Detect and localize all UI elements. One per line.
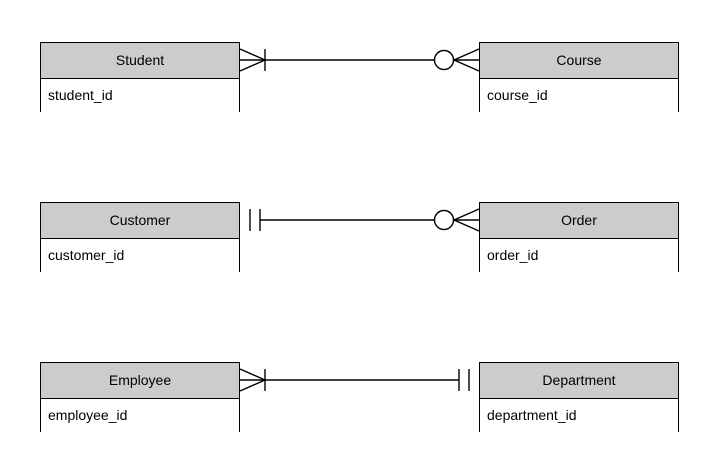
entity-attribute-course_id: course_id (480, 79, 678, 112)
zero-circle (433, 49, 455, 71)
entity-attribute-customer_id: customer_id (41, 239, 239, 272)
crowsfoot-upper (453, 48, 480, 61)
crowsfoot-upper (239, 368, 266, 381)
entity-name-customer: Customer (41, 203, 239, 239)
crowsfoot-upper (453, 208, 480, 221)
entity-name-department: Department (480, 363, 678, 399)
crowsfoot-lower (453, 59, 480, 72)
entity-attribute-department_id: department_id (480, 399, 678, 432)
crowsfoot-lower (453, 219, 480, 232)
entity-name-student: Student (41, 43, 239, 79)
entity-name-order: Order (480, 203, 678, 239)
customer-order-right-zero-or-many-symbol (433, 208, 480, 232)
zero-circle (433, 209, 455, 231)
entity-name-course: Course (480, 43, 678, 79)
entity-attribute-student_id: student_id (41, 79, 239, 112)
employee-department-right-exactly-one-symbol (458, 369, 470, 391)
crowsfoot-lower (239, 59, 266, 72)
crowsfoot-lower (239, 379, 266, 392)
crowsfoot-upper (239, 48, 266, 61)
employee-department-left-one-or-many-symbol (239, 368, 266, 392)
student-course-right-zero-or-many-symbol (433, 48, 480, 72)
student-course-left-one-or-many-symbol (239, 48, 266, 72)
entity-attribute-employee_id: employee_id (41, 399, 239, 432)
entity-name-employee: Employee (41, 363, 239, 399)
customer-order-left-exactly-one-symbol (249, 209, 261, 231)
entity-attribute-order_id: order_id (480, 239, 678, 272)
